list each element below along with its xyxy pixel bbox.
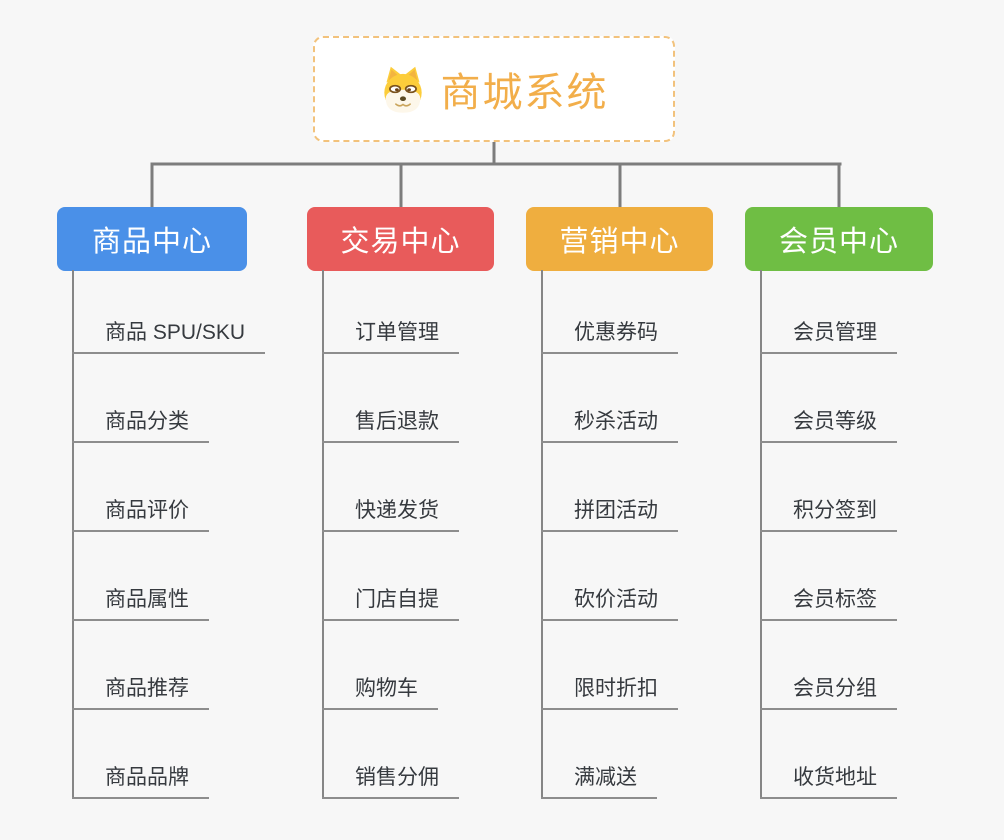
branch-header-marketing-center[interactable]: 营销中心 [526, 207, 713, 271]
branch-items-marketing: 优惠券码 秒杀活动 拼团活动 砍价活动 限时折扣 满减送 [541, 270, 781, 800]
leaf-node[interactable]: 会员分组 [760, 675, 897, 710]
branch-header-member-center[interactable]: 会员中心 [745, 207, 933, 271]
root-node[interactable]: 商城系统 [313, 36, 675, 142]
branch-items-trade: 订单管理 售后退款 快递发货 门店自提 购物车 销售分佣 [322, 270, 562, 800]
branch-header-label: 交易中心 [340, 226, 461, 258]
leaf-node[interactable]: 商品属性 [72, 586, 209, 621]
leaf-node[interactable]: 门店自提 [322, 586, 459, 621]
leaf-node[interactable]: 积分签到 [760, 497, 897, 532]
doge-icon [380, 63, 426, 115]
branch-header-label: 商品中心 [91, 226, 212, 258]
leaf-node[interactable]: 商品 SPU/SKU [72, 319, 266, 354]
leaf-node[interactable]: 秒杀活动 [541, 408, 678, 443]
leaf-node[interactable]: 订单管理 [322, 319, 459, 354]
leaf-node[interactable]: 商品推荐 [72, 675, 209, 710]
branch-header-label: 会员中心 [778, 226, 899, 258]
leaf-node[interactable]: 商品评价 [72, 497, 209, 532]
leaf-node[interactable]: 会员标签 [760, 586, 897, 621]
leaf-node[interactable]: 满减送 [541, 764, 657, 799]
leaf-node[interactable]: 优惠券码 [541, 319, 678, 354]
branch-spine [760, 270, 762, 799]
leaf-node[interactable]: 限时折扣 [541, 675, 678, 710]
branch-header-label: 营销中心 [559, 226, 680, 258]
leaf-node[interactable]: 商品品牌 [72, 764, 209, 799]
branch-spine [72, 270, 74, 799]
leaf-node[interactable]: 收货地址 [760, 764, 897, 799]
leaf-node[interactable]: 会员管理 [760, 319, 897, 354]
root-label: 商城系统 [440, 71, 609, 115]
leaf-node[interactable]: 拼团活动 [541, 497, 678, 532]
branch-items-goods: 商品 SPU/SKU 商品分类 商品评价 商品属性 商品推荐 商品品牌 [72, 270, 312, 800]
branch-header-goods-center[interactable]: 商品中心 [57, 207, 247, 271]
leaf-node[interactable]: 砍价活动 [541, 586, 678, 621]
leaf-node[interactable]: 快递发货 [322, 497, 459, 532]
branch-header-trade-center[interactable]: 交易中心 [307, 207, 494, 271]
leaf-node[interactable]: 购物车 [322, 675, 438, 710]
branch-spine [322, 270, 324, 799]
leaf-node[interactable]: 商品分类 [72, 408, 209, 443]
branch-spine [541, 270, 543, 799]
branch-items-member: 会员管理 会员等级 积分签到 会员标签 会员分组 收货地址 [760, 270, 1000, 800]
leaf-node[interactable]: 会员等级 [760, 408, 897, 443]
leaf-node[interactable]: 销售分佣 [322, 764, 459, 799]
leaf-node[interactable]: 售后退款 [322, 408, 459, 443]
